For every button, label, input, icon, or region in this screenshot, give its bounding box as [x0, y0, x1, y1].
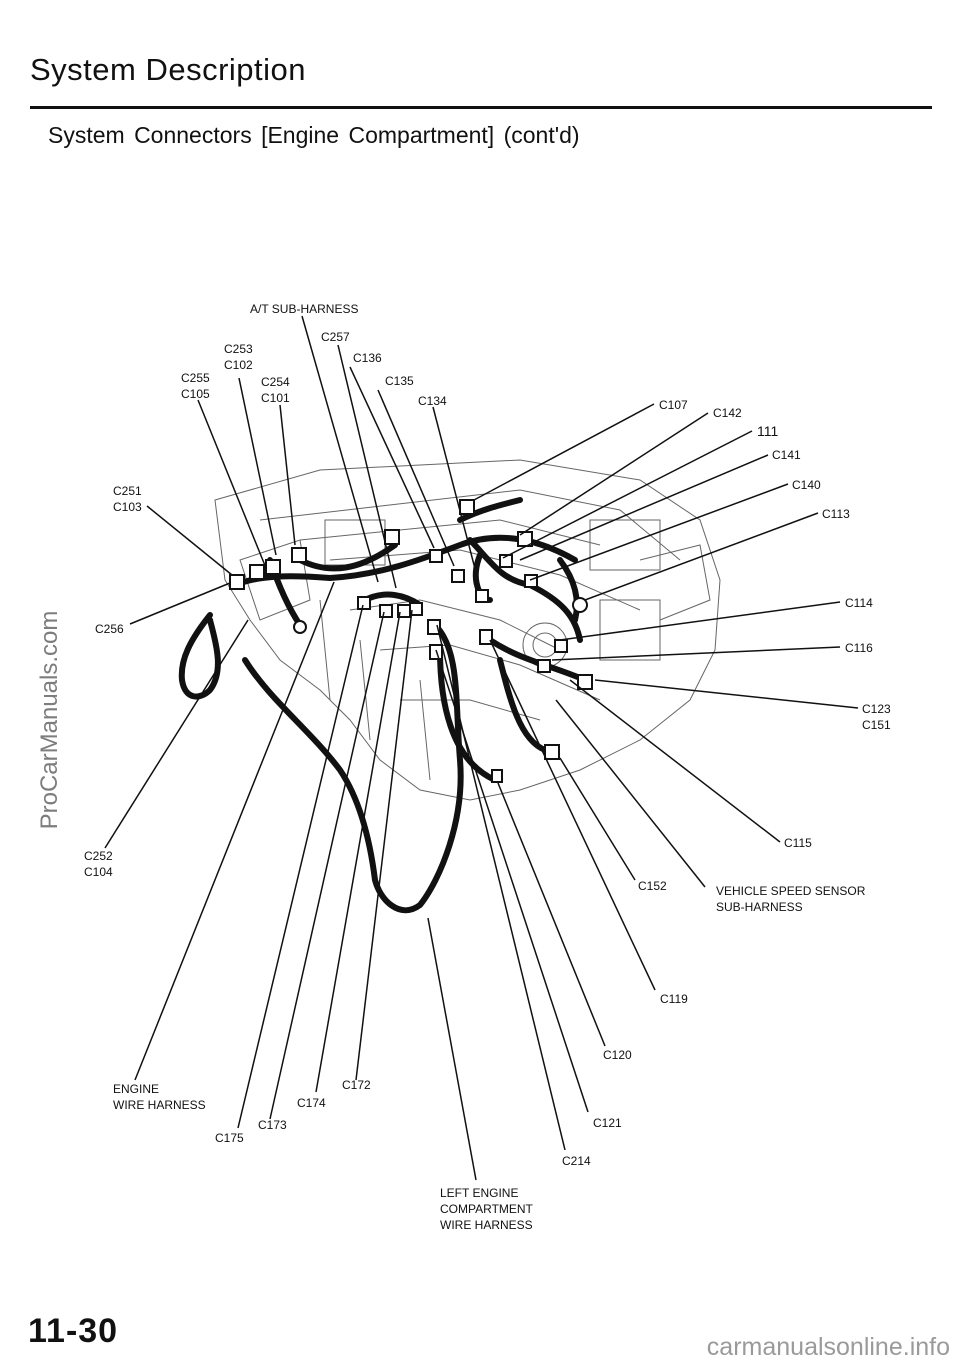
label-vss-line1: VEHICLE SPEED SENSOR	[716, 884, 866, 898]
label-c123: C123	[862, 702, 891, 716]
label-c175: C175	[215, 1131, 244, 1145]
label-c141: C141	[772, 448, 801, 462]
label-c151: C151	[862, 718, 891, 732]
label-c251: C251	[113, 484, 142, 498]
label-c140: C140	[792, 478, 821, 492]
label-c257: C257	[321, 330, 350, 344]
label-c256: C256	[95, 622, 124, 636]
label-c172: C172	[342, 1078, 371, 1092]
label-c103: C103	[113, 500, 142, 514]
label-c102: C102	[224, 358, 253, 372]
connector-labels: A/T SUB-HARNESS C257 C253 C102 C136 C255…	[84, 302, 891, 1232]
label-c252: C252	[84, 849, 113, 863]
label-c115: C115	[784, 836, 812, 850]
leader-lines	[104, 315, 859, 1181]
label-c254: C254	[261, 375, 290, 389]
label-c116: C116	[845, 641, 873, 655]
label-left-line1: LEFT ENGINE	[440, 1186, 518, 1200]
label-c174: C174	[297, 1096, 326, 1110]
label-c173: C173	[258, 1118, 287, 1132]
label-c101: C101	[261, 391, 290, 405]
label-c121: C121	[593, 1116, 622, 1130]
label-c214: C214	[562, 1154, 591, 1168]
label-engine-line2: WIRE HARNESS	[113, 1098, 206, 1112]
label-c120: C120	[603, 1048, 632, 1062]
label-c253: C253	[224, 342, 253, 356]
label-c134: C134	[418, 394, 447, 408]
page-number: 11-30	[28, 1312, 119, 1350]
bottom-watermark: carmanualsonline.info	[706, 1333, 950, 1361]
label-vss-line2: SUB-HARNESS	[716, 900, 803, 914]
title-divider	[30, 106, 932, 109]
label-c136: C136	[353, 351, 382, 365]
label-left-line3: WIRE HARNESS	[440, 1218, 533, 1232]
label-c104: C104	[84, 865, 113, 879]
label-c135: C135	[385, 374, 414, 388]
label-engine-line1: ENGINE	[113, 1082, 159, 1096]
label-c142: C142	[713, 406, 742, 420]
page-subtitle: System Connectors [Engine Compartment] (…	[48, 122, 580, 148]
label-left-line2: COMPARTMENT	[440, 1202, 534, 1216]
label-c255: C255	[181, 371, 210, 385]
label-c114: C114	[845, 596, 873, 610]
page-title: System Description	[30, 52, 307, 87]
label-c107: C107	[659, 398, 688, 412]
label-c119: C119	[660, 992, 688, 1006]
label-at-sub-harness: A/T SUB-HARNESS	[250, 302, 358, 316]
label-111: 111	[757, 423, 778, 439]
connector-bodies	[229, 499, 593, 783]
label-c152: C152	[638, 879, 667, 893]
label-c105: C105	[181, 387, 210, 401]
label-c113: C113	[822, 507, 850, 521]
